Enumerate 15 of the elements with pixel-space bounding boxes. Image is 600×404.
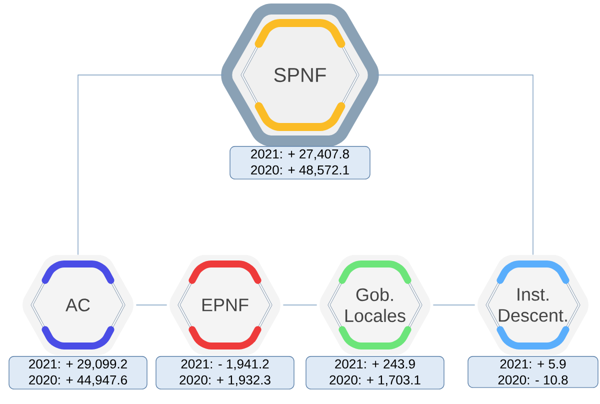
- value-box: 2021: + 243.9 2020: + 1,703.1: [306, 356, 444, 390]
- value-box: 2021: + 27,407.8 2020: + 48,572.1: [230, 146, 370, 180]
- value-box: 2021: - 1,941.2 2020: + 1,932.3: [156, 356, 294, 390]
- hexagon-node: EPNF: [170, 255, 280, 355]
- hexagon-node: Gob. Locales: [320, 255, 430, 355]
- hexagon-node: Inst. Descent.: [478, 255, 588, 355]
- connector-line: [376, 74, 534, 256]
- value-box: 2021: + 29,099.2 2020: + 44,947.6: [8, 356, 148, 390]
- connector-line: [78, 74, 224, 256]
- connector-line: [432, 304, 476, 306]
- connector-line: [282, 304, 318, 306]
- connector-line: [136, 304, 168, 306]
- hexagon-node: AC: [22, 255, 134, 355]
- hexagon-node: SPNF: [221, 4, 379, 146]
- value-box: 2021: + 5.9 2020: - 10.8: [468, 356, 598, 388]
